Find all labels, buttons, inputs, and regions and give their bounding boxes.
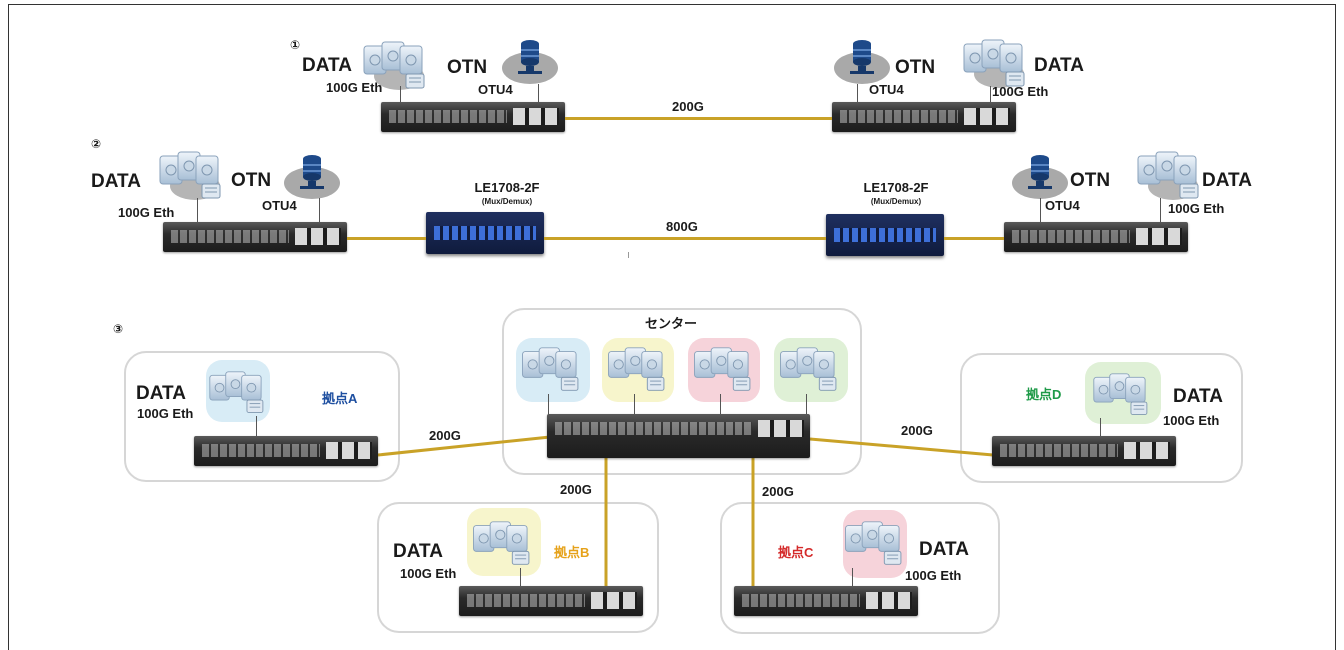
site-d-name: 拠点D xyxy=(1026,387,1062,402)
row1-right-otn-label: OTN xyxy=(895,57,936,78)
server-stack-icon xyxy=(962,38,1032,90)
switch-device-icon xyxy=(194,436,378,466)
site-a-data-label: DATA xyxy=(136,383,186,404)
mux-left-name: LE1708-2F xyxy=(474,180,540,195)
marker-1: ① xyxy=(290,38,301,52)
row2-right-data-label: DATA xyxy=(1202,170,1252,191)
server-stack-icon xyxy=(471,520,537,568)
server-stack-icon xyxy=(208,370,270,416)
server-stack-icon xyxy=(362,40,432,92)
center-title: センター xyxy=(645,316,698,331)
switch-device-icon xyxy=(459,586,643,616)
connector-line xyxy=(548,394,549,416)
row1-left-otn-label: OTN xyxy=(447,57,488,78)
link-center-site-a xyxy=(377,435,551,457)
site-b-name: 拠点B xyxy=(554,545,590,560)
row1-left-otu-label: OTU4 xyxy=(478,82,513,97)
row1-link-label: 200G xyxy=(672,99,704,114)
marker-2: ② xyxy=(91,137,102,151)
server-stack-icon xyxy=(606,346,672,394)
link-800g xyxy=(544,237,826,240)
connector-line xyxy=(634,394,635,416)
row2-left-data-label: DATA xyxy=(91,171,141,192)
row2-link-label: 800G xyxy=(666,219,698,234)
switch-device-icon xyxy=(547,414,810,458)
mux-demux-device-icon xyxy=(826,214,944,256)
site-a-eth-label: 100G Eth xyxy=(137,406,194,421)
row1-right-eth-label: 100G Eth xyxy=(992,84,1049,99)
connector-line xyxy=(319,198,320,222)
server-stack-icon xyxy=(778,346,844,394)
connector-line xyxy=(1100,418,1101,436)
row2-right-eth-label: 100G Eth xyxy=(1168,201,1225,216)
switch-device-icon xyxy=(163,222,347,252)
server-stack-icon xyxy=(1092,372,1154,418)
switch-device-icon xyxy=(832,102,1016,132)
server-stack-icon xyxy=(1136,150,1206,202)
connector-line xyxy=(538,84,539,102)
row2-left-eth-label: 100G Eth xyxy=(118,205,175,220)
row2-right-otn-label: OTN xyxy=(1070,170,1111,191)
site-c-eth-label: 100G Eth xyxy=(905,568,962,583)
connector-line xyxy=(857,84,858,102)
mux-left-sub: (Mux/Demux) xyxy=(481,197,533,206)
site-b-eth-label: 100G Eth xyxy=(400,566,457,581)
row1-right-data-label: DATA xyxy=(1034,55,1084,76)
row1-right-otu-label: OTU4 xyxy=(869,82,904,97)
mux-right-sub: (Mux/Demux) xyxy=(870,197,922,206)
site-a-name: 拠点A xyxy=(322,391,358,406)
connector-line xyxy=(256,416,257,436)
site-c-name: 拠点C xyxy=(778,545,814,560)
tick-mark xyxy=(628,252,629,258)
marker-3: ③ xyxy=(113,322,124,336)
connector-line xyxy=(520,568,521,586)
switch-device-icon xyxy=(734,586,918,616)
connector-line xyxy=(806,394,807,416)
site-d-link-label: 200G xyxy=(901,423,933,438)
connector-line xyxy=(197,198,198,222)
site-d-data-label: DATA xyxy=(1173,386,1223,407)
link-200g-row1 xyxy=(565,117,832,120)
mux-right-name: LE1708-2F xyxy=(863,180,929,195)
diagram-frame xyxy=(8,4,1336,650)
site-b-link-label: 200G xyxy=(560,482,592,497)
connector-line xyxy=(1160,198,1161,222)
site-a-link-label: 200G xyxy=(429,428,461,443)
switch-device-icon xyxy=(1004,222,1188,252)
switch-device-icon xyxy=(381,102,565,132)
server-stack-icon xyxy=(158,150,228,202)
connector-line xyxy=(1040,198,1041,222)
server-stack-icon xyxy=(692,346,758,394)
mux-demux-device-icon xyxy=(426,212,544,254)
link-left-to-mux xyxy=(347,237,426,240)
switch-device-icon xyxy=(992,436,1176,466)
connector-line xyxy=(720,394,721,416)
site-b-data-label: DATA xyxy=(393,541,443,562)
row2-right-otu-label: OTU4 xyxy=(1045,198,1080,213)
server-stack-icon xyxy=(520,346,586,394)
link-center-site-d xyxy=(809,437,994,457)
connector-line xyxy=(990,86,991,102)
link-mux-to-right xyxy=(944,237,1004,240)
row2-left-otu-label: OTU4 xyxy=(262,198,297,213)
row1-left-eth-label: 100G Eth xyxy=(326,80,383,95)
server-stack-icon xyxy=(843,520,909,568)
row1-left-data-label: DATA xyxy=(302,55,352,76)
site-c-data-label: DATA xyxy=(919,539,969,560)
connector-line xyxy=(852,568,853,586)
connector-line xyxy=(400,86,401,102)
site-c-link-label: 200G xyxy=(762,484,794,499)
row2-left-otn-label: OTN xyxy=(231,170,272,191)
site-d-eth-label: 100G Eth xyxy=(1163,413,1220,428)
